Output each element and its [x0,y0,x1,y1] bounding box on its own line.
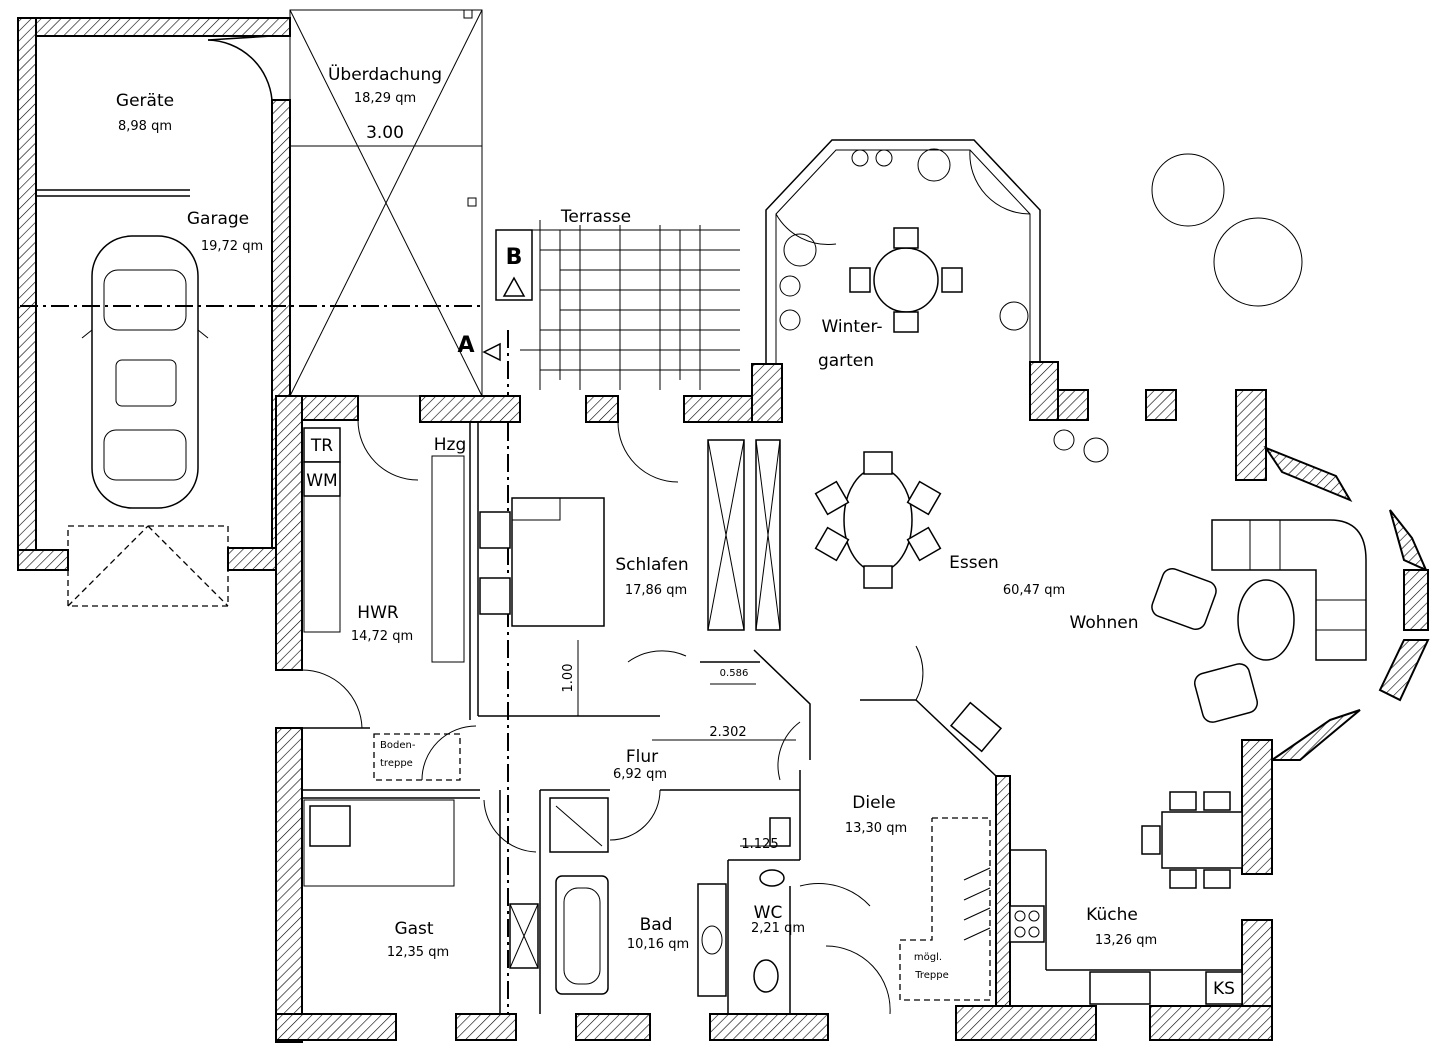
room-name-wc: WC [754,903,783,923]
garage-walls [17,17,291,571]
doors [301,419,924,1015]
hwr-appliances [303,427,465,663]
section-marker-a: A [457,333,474,358]
room-name-bad: Bad [640,915,673,935]
dimension-3: 2.302 [709,725,746,740]
section-arrow-a-icon [482,342,501,362]
label-hzg: Hzg [434,435,467,455]
room-name-wintergarten-2: garten [818,351,874,371]
room-name-kueche: Küche [1086,905,1138,925]
room-area-flur: 6,92 qm [613,767,667,782]
plants-icon [779,148,1303,463]
section-marker-b: B [506,245,523,270]
attic-stairs-outline [373,733,461,781]
room-name-flur: Flur [626,747,658,767]
terrasse-paving [520,220,740,390]
section-arrow-b-icon [502,276,526,297]
car-icon [81,235,209,509]
bathroom-fixtures [549,797,727,997]
dimension-ueberdachung: 3.00 [366,123,404,143]
room-area-essen: 60,47 qm [1003,583,1065,598]
room-area-hwr: 14,72 qm [351,629,413,644]
living-furniture [1151,519,1367,723]
label-bodentreppe-2: treppe [380,758,413,769]
room-name-diele: Diele [852,793,895,813]
room-name-schlafen: Schlafen [615,555,688,575]
room-area-bad: 10,16 qm [627,937,689,952]
wc-fixtures [753,817,791,993]
label-bodentreppe-1: Boden- [380,740,416,751]
label-wm: WM [306,471,337,491]
ueberdachung-area [289,9,483,397]
room-name-wohnen: Wohnen [1070,613,1139,633]
label-tr: TR [310,436,333,456]
room-area-kueche: 13,26 qm [1095,933,1157,948]
wardrobe [707,439,781,631]
room-name-garage: Garage [187,209,249,229]
label-moegl-treppe-2: Treppe [914,970,949,981]
room-area-wc: 2,21 qm [751,921,805,936]
wintergarten-table [849,227,963,333]
gast-furniture [303,799,539,969]
dimension-1: 1.00 [561,664,576,693]
room-area-schlafen: 17,86 qm [625,583,687,598]
room-area-garage: 19,72 qm [201,239,263,254]
room-area-diele: 13,30 qm [845,821,907,836]
room-name-hwr: HWR [357,603,399,623]
room-name-geraete: Geräte [116,91,174,111]
room-area-ueberdachung: 18,29 qm [354,91,416,106]
label-moegl-treppe-1: mögl. [914,952,942,963]
interior-walls [302,422,1242,1014]
section-box-b [495,229,533,301]
dining-table [814,451,942,589]
dimension-4: 1.125 [741,837,778,852]
wintergarten-outline [765,139,1041,364]
garage-door-outline [67,525,229,607]
room-name-gast: Gast [394,919,433,939]
geraete-door [207,35,273,101]
bed-icon [479,497,605,627]
label-ks: KS [1213,979,1235,999]
room-name-wintergarten-1: Winter- [821,317,882,337]
dimension-2: 0.586 [720,668,749,679]
room-area-geraete: 8,98 qm [118,119,172,134]
kitchen-fixtures [1009,791,1243,1005]
room-area-gast: 12,35 qm [387,945,449,960]
diele-stairs-outline [899,701,1003,1001]
room-name-terrasse: Terrasse [560,207,631,227]
room-name-ueberdachung: Überdachung [328,63,442,85]
room-name-essen: Essen [949,553,999,573]
